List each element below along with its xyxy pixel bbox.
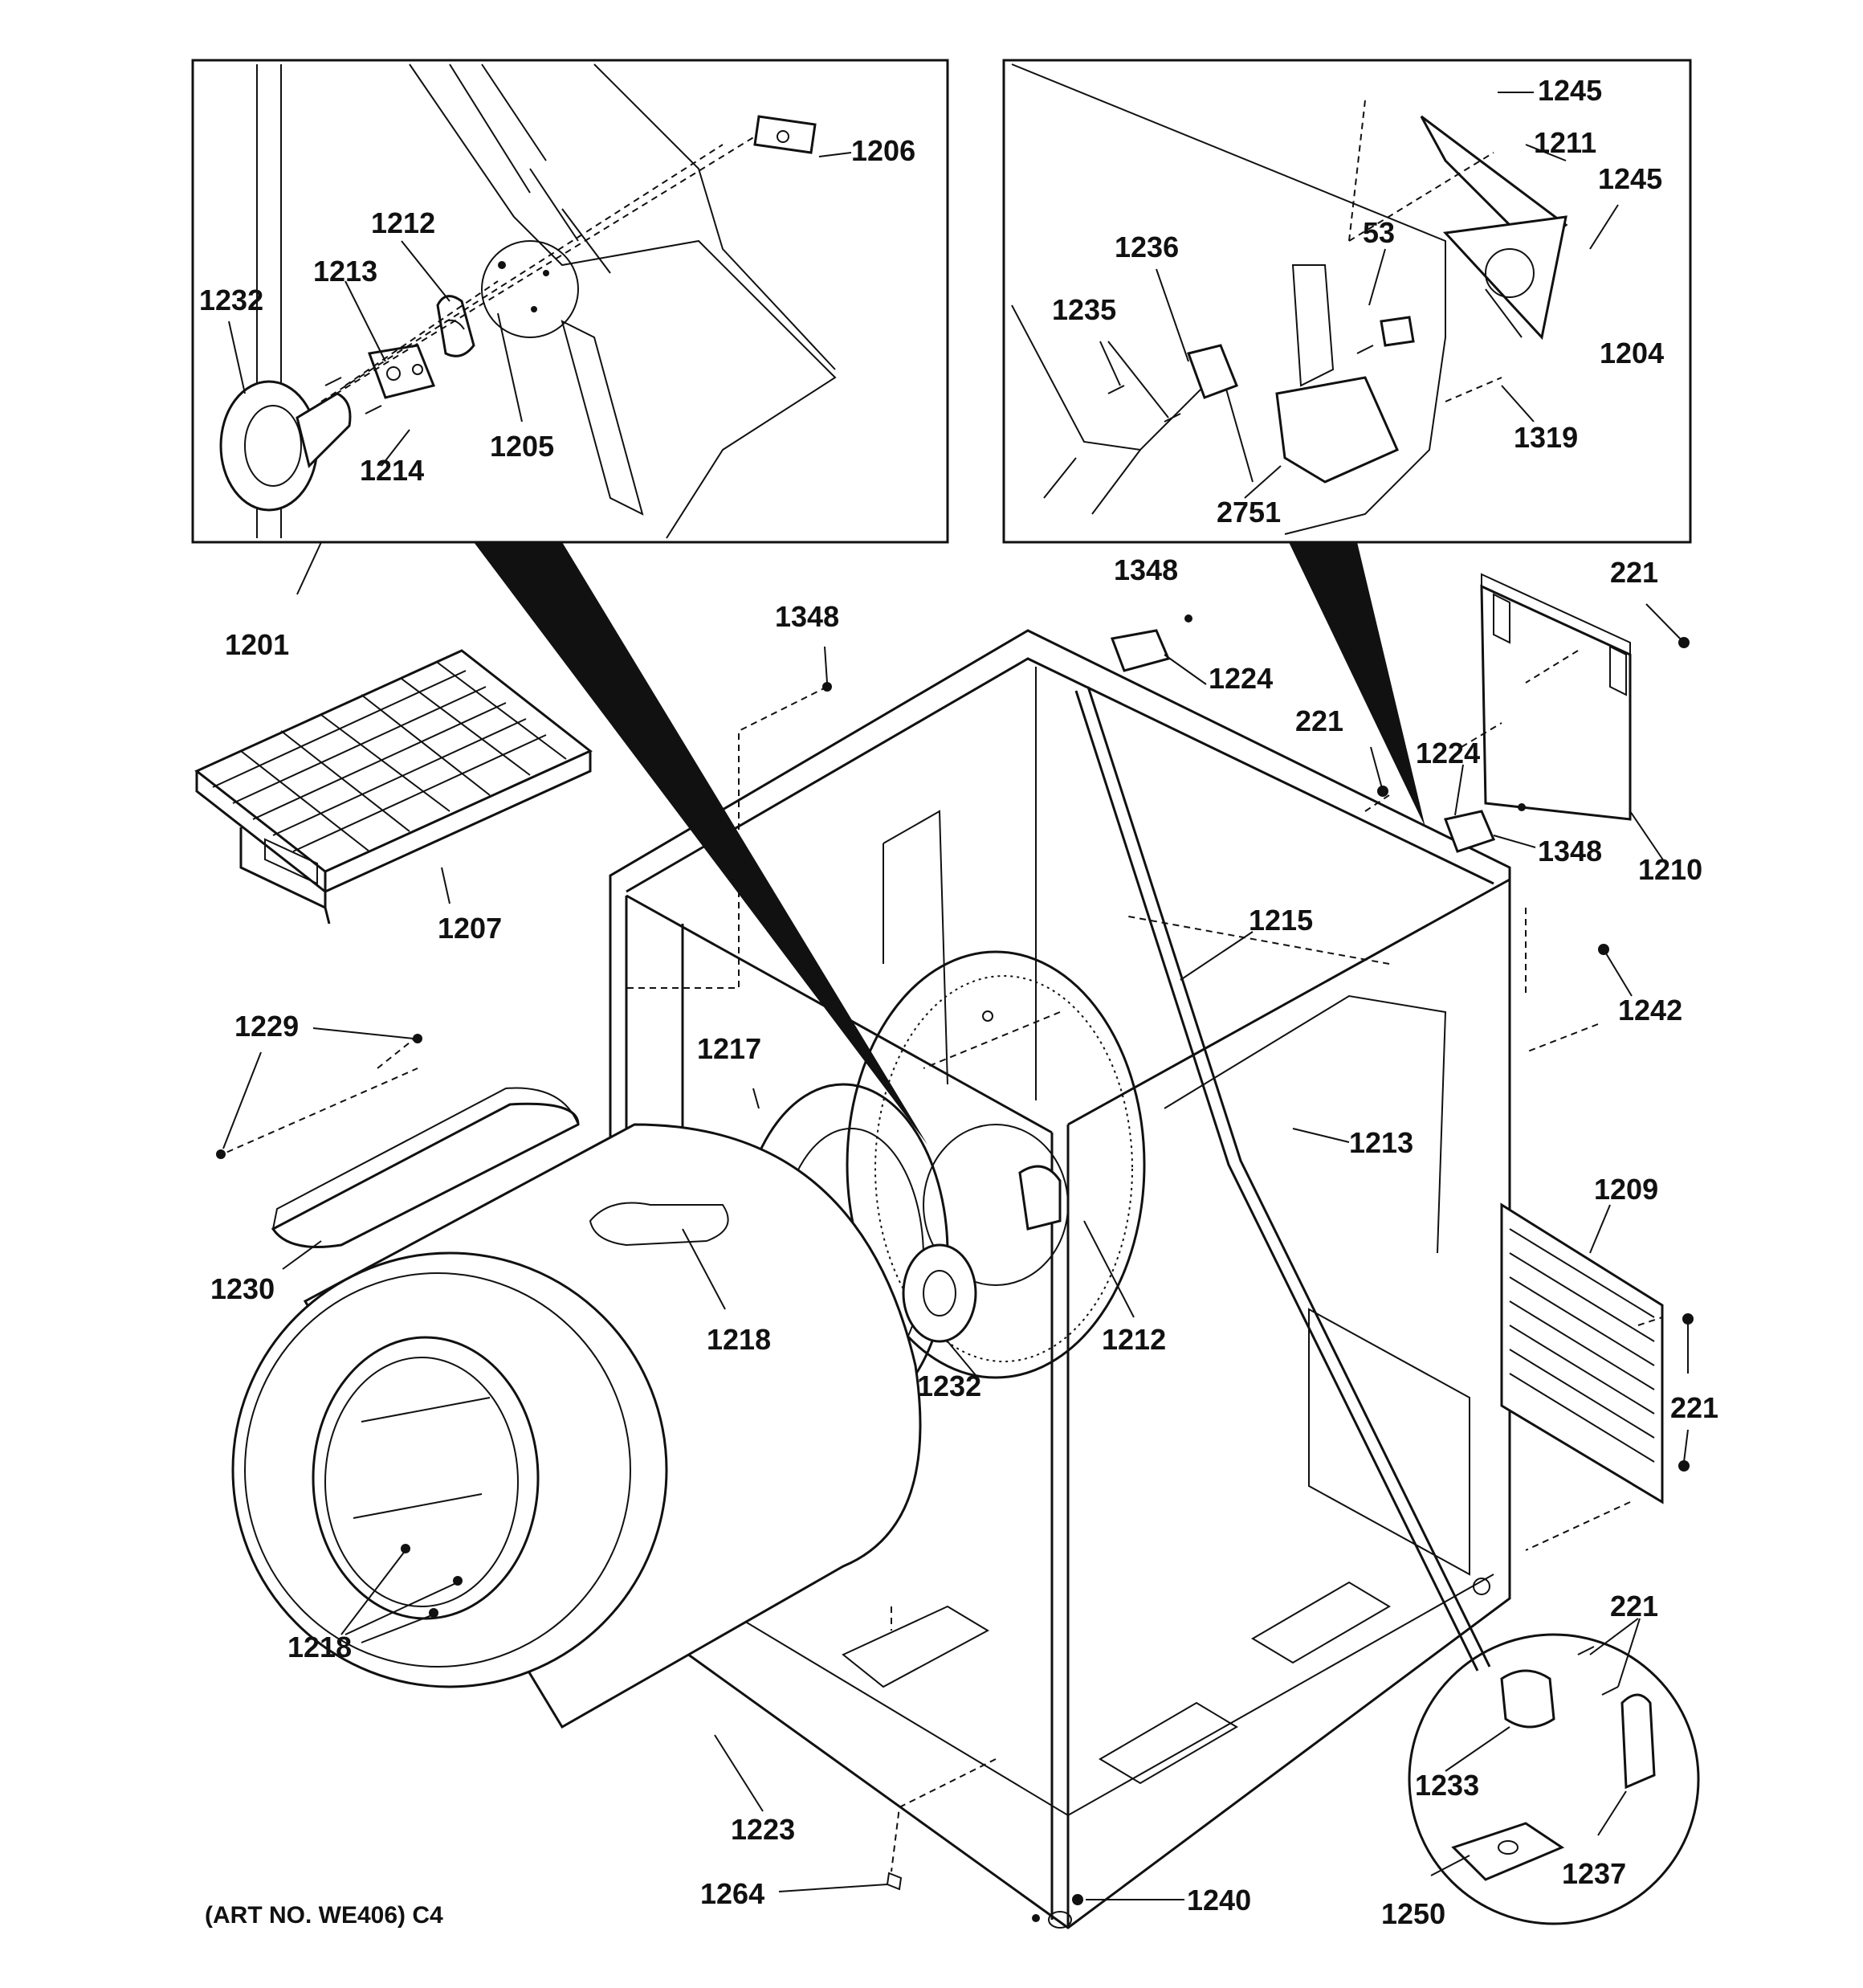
bracket-1224-top	[1110, 629, 1171, 672]
label-1245-top: 1245	[1538, 74, 1602, 107]
label-1201: 1201	[225, 628, 289, 661]
label-2751: 2751	[1217, 496, 1281, 529]
label-1233: 1233	[1415, 1769, 1479, 1802]
label-1319: 1319	[1514, 421, 1578, 454]
label-221-bottom: 221	[1610, 1590, 1658, 1623]
right-callout-wedge	[1289, 542, 1425, 827]
guide-lines	[216, 100, 1663, 1872]
label-1242: 1242	[1618, 994, 1682, 1027]
label-1204: 1204	[1600, 337, 1664, 369]
label-1224-top: 1224	[1209, 662, 1273, 695]
label-1217: 1217	[697, 1032, 761, 1065]
label-1212-cabinet: 1212	[1102, 1323, 1166, 1356]
label-1218-drum-top: 1218	[707, 1323, 771, 1356]
label-1213-inset: 1213	[313, 255, 377, 288]
label-1237: 1237	[1562, 1857, 1626, 1890]
label-1348-right: 1348	[1538, 835, 1602, 867]
label-1223: 1223	[731, 1813, 795, 1846]
label-1236: 1236	[1115, 231, 1179, 263]
label-1206: 1206	[851, 134, 915, 167]
label-1215: 1215	[1249, 904, 1313, 937]
label-1232-drum: 1232	[917, 1370, 981, 1402]
cover-1210	[1480, 573, 1632, 821]
label-1235: 1235	[1052, 293, 1116, 326]
drying-rack	[194, 649, 593, 925]
left-callout-wedge	[474, 542, 927, 1145]
label-1348-top: 1348	[1114, 553, 1178, 586]
leader-lines	[222, 92, 1689, 1900]
label-1245-right: 1245	[1598, 162, 1662, 195]
label-1211: 1211	[1534, 126, 1596, 159]
label-1212-inset: 1212	[371, 206, 435, 239]
label-1213-cabinet: 1213	[1349, 1126, 1413, 1159]
label-1230: 1230	[210, 1272, 275, 1305]
art-number-caption: (ART NO. WE406) C4	[205, 1902, 443, 1929]
label-1250: 1250	[1381, 1897, 1445, 1930]
bracket-1224-right	[1443, 810, 1496, 853]
label-221-mid: 221	[1295, 704, 1343, 737]
label-1205: 1205	[490, 430, 554, 463]
label-1229: 1229	[234, 1010, 299, 1043]
grille-1209	[1500, 1202, 1664, 1504]
label-1210: 1210	[1638, 853, 1702, 886]
label-1214: 1214	[360, 454, 424, 487]
label-1207: 1207	[438, 912, 502, 945]
label-1264: 1264	[700, 1877, 764, 1910]
label-221-grille: 221	[1670, 1391, 1718, 1424]
panel-1230	[271, 1087, 580, 1248]
label-1232-inset: 1232	[199, 284, 263, 316]
thermostat-detail-circle	[1408, 1633, 1700, 1925]
drive-belt	[1074, 686, 1491, 1672]
rear-bulkhead	[846, 950, 1146, 1379]
left-detail-inset	[191, 59, 949, 544]
label-1348-center: 1348	[775, 600, 839, 633]
label-1209: 1209	[1594, 1173, 1658, 1206]
label-221-top: 221	[1610, 556, 1658, 589]
drum	[231, 1123, 922, 1729]
part-labels: 1206 1212 1213 1232 1214 1205 1201 1245 …	[199, 74, 1718, 1930]
label-1224-right: 1224	[1416, 737, 1480, 769]
label-1240: 1240	[1187, 1884, 1251, 1917]
label-1218-drum-inner: 1218	[287, 1631, 352, 1663]
label-53: 53	[1363, 216, 1395, 249]
right-detail-inset	[1002, 59, 1692, 544]
